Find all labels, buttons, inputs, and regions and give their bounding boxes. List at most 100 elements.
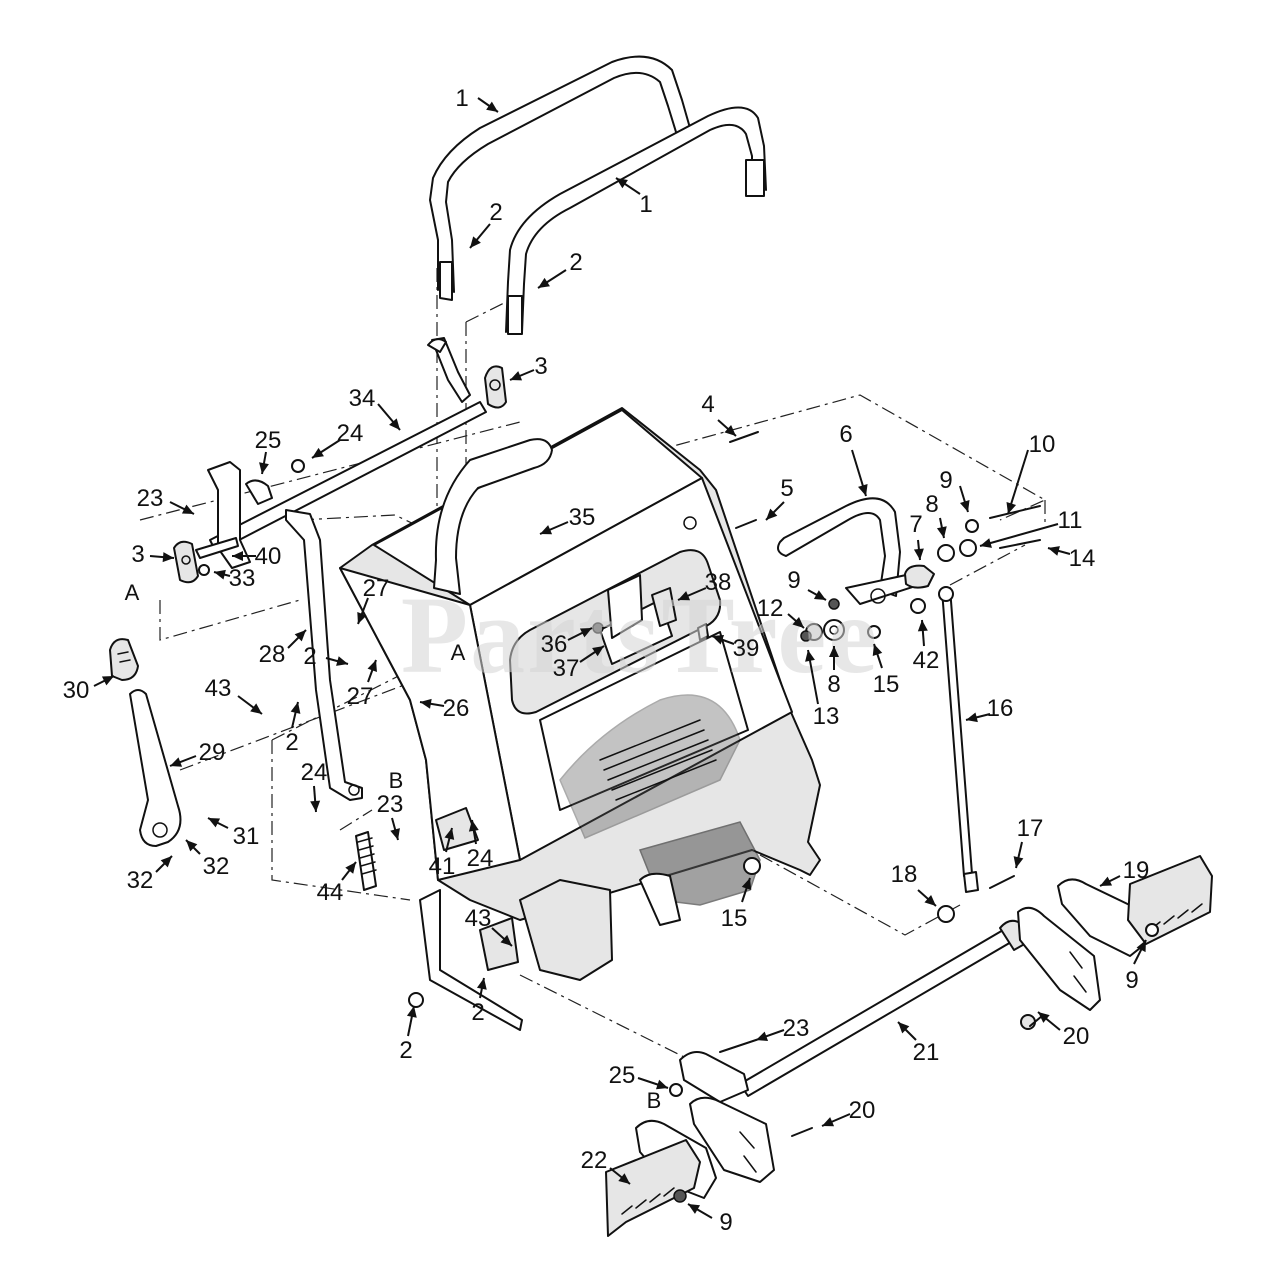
callout-label-c9b: 9 <box>787 567 800 594</box>
callout-label-c24b: 24 <box>301 759 328 786</box>
left-arm <box>285 509 363 801</box>
callout-arrowhead-c8b <box>829 646 839 657</box>
callout-arrowhead-c25a <box>259 462 269 474</box>
callout-arrowhead-c23c <box>756 1031 769 1042</box>
callout-label-c2d: 2 <box>285 729 298 756</box>
callout-arrowhead-c29 <box>170 757 183 767</box>
callout-label-c31: 31 <box>233 823 260 850</box>
callout-label-c2f: 2 <box>399 1037 412 1064</box>
callout-arrowhead-c2a <box>470 236 481 248</box>
callout-label-c35: 35 <box>569 504 596 531</box>
callout-label-c5: 5 <box>780 475 793 502</box>
callout-arrowhead-c39 <box>712 635 725 645</box>
center-lever <box>433 438 553 595</box>
callout-label-c1a: 1 <box>455 85 468 112</box>
callout-label-c34: 34 <box>349 385 376 412</box>
callout-arrowhead-c5 <box>766 508 778 520</box>
callout-arrowhead-c9c <box>1136 940 1146 953</box>
callout-arrowhead-c32a <box>160 856 172 868</box>
callout-label-c3a: 3 <box>534 353 547 380</box>
callout-arrowhead-c40 <box>232 551 243 561</box>
callout-arrowhead-c7 <box>913 548 924 560</box>
callout-label-c8b: 8 <box>827 671 840 698</box>
callout-arrowhead-c24c <box>468 820 479 832</box>
callout-arrowhead-c1a <box>486 101 498 112</box>
callout-arrowhead-c2f <box>406 1006 417 1018</box>
callout-arrowhead-c21 <box>898 1022 910 1034</box>
callout-arrowhead-c12 <box>792 616 804 628</box>
callout-label-c28: 28 <box>259 641 286 668</box>
callout-arrowhead-c38 <box>678 591 691 601</box>
callout-arrowhead-c30 <box>101 676 114 686</box>
callout-label-c43a: 43 <box>205 675 232 702</box>
callout-arrowhead-c18 <box>924 894 936 906</box>
callout-arrowhead-c13 <box>805 650 815 662</box>
callout-label-c4: 4 <box>701 391 714 418</box>
callout-label-c2b: 2 <box>569 249 582 276</box>
callout-label-c43b: 43 <box>465 905 492 932</box>
callout-arrowhead-c2b <box>538 277 550 288</box>
callout-arrowhead-c2e <box>476 978 487 990</box>
callout-arrowhead-c43a <box>250 703 262 714</box>
callout-label-c41: 41 <box>429 853 456 880</box>
callout-label-c33: 33 <box>229 565 256 592</box>
callout-arrowhead-c35 <box>540 525 553 535</box>
callout-label-c19: 19 <box>1123 857 1150 884</box>
reference-letter-cB1: B <box>389 768 404 793</box>
callout-arrowhead-c23a <box>181 504 194 514</box>
callout-label-c14: 14 <box>1069 545 1096 572</box>
transmission-assembly <box>519 821 761 981</box>
lower-hardware <box>669 875 1159 1137</box>
callout-arrowhead-c17 <box>1013 856 1024 868</box>
callout-label-c6: 6 <box>839 421 852 448</box>
callout-label-c25b: 25 <box>609 1062 636 1089</box>
callout-arrowhead-c26 <box>420 698 432 709</box>
callout-label-c2c: 2 <box>303 643 316 670</box>
callout-arrowhead-c3b <box>162 552 174 563</box>
callout-label-c1b: 1 <box>639 191 652 218</box>
callout-label-c11: 11 <box>1058 507 1083 534</box>
callout-label-c27b: 27 <box>347 683 374 710</box>
callout-arrowhead-c11 <box>980 538 992 548</box>
callout-leader-c11 <box>979 523 1059 547</box>
callout-label-c24c: 24 <box>467 845 494 872</box>
callout-label-c37: 37 <box>553 655 580 682</box>
reference-letter-cB2: B <box>647 1088 662 1113</box>
callout-arrowhead-c25b <box>655 1079 668 1090</box>
callout-arrowhead-c33 <box>214 569 226 580</box>
callout-label-c25a: 25 <box>255 427 282 454</box>
callout-arrowhead-c15a <box>872 644 883 657</box>
callout-arrowhead-c9a <box>959 500 970 512</box>
reference-letter-cA2: A <box>451 640 466 665</box>
callout-label-c23b: 23 <box>377 791 404 818</box>
callout-arrowhead-c36 <box>579 628 592 638</box>
callout-label-c20a: 20 <box>1063 1023 1090 1050</box>
callout-label-c30: 30 <box>63 677 90 704</box>
callout-arrowhead-c31 <box>208 818 221 828</box>
callout-label-c13: 13 <box>813 703 840 730</box>
callout-arrowhead-c15b <box>741 878 752 891</box>
callout-arrowhead-c34 <box>389 418 400 430</box>
reference-letter-cA1: A <box>125 580 140 605</box>
callout-label-c3b: 3 <box>131 541 144 568</box>
upper-handle-left <box>429 55 697 301</box>
callout-arrowhead-c19 <box>1100 876 1113 886</box>
callout-label-c8a: 8 <box>925 491 938 518</box>
watermark: PartsTree <box>401 574 879 696</box>
callout-label-c42: 42 <box>913 647 940 674</box>
callout-label-c22: 22 <box>581 1147 608 1174</box>
callout-label-c38: 38 <box>705 569 732 596</box>
right-plate <box>1017 878 1151 1011</box>
callout-label-c16: 16 <box>987 695 1014 722</box>
callout-arrowhead-c27b <box>367 660 377 673</box>
callout-label-c7: 7 <box>909 511 922 538</box>
callout-arrowhead-c43b <box>500 934 512 946</box>
callout-label-c29: 29 <box>199 739 226 766</box>
callout-label-c20b: 20 <box>849 1097 876 1124</box>
callout-arrowhead-c3a <box>510 371 523 381</box>
callout-label-c21: 21 <box>913 1039 940 1066</box>
callout-arrowhead-c24b <box>310 800 321 812</box>
callout-arrowhead-c8a <box>936 526 947 538</box>
